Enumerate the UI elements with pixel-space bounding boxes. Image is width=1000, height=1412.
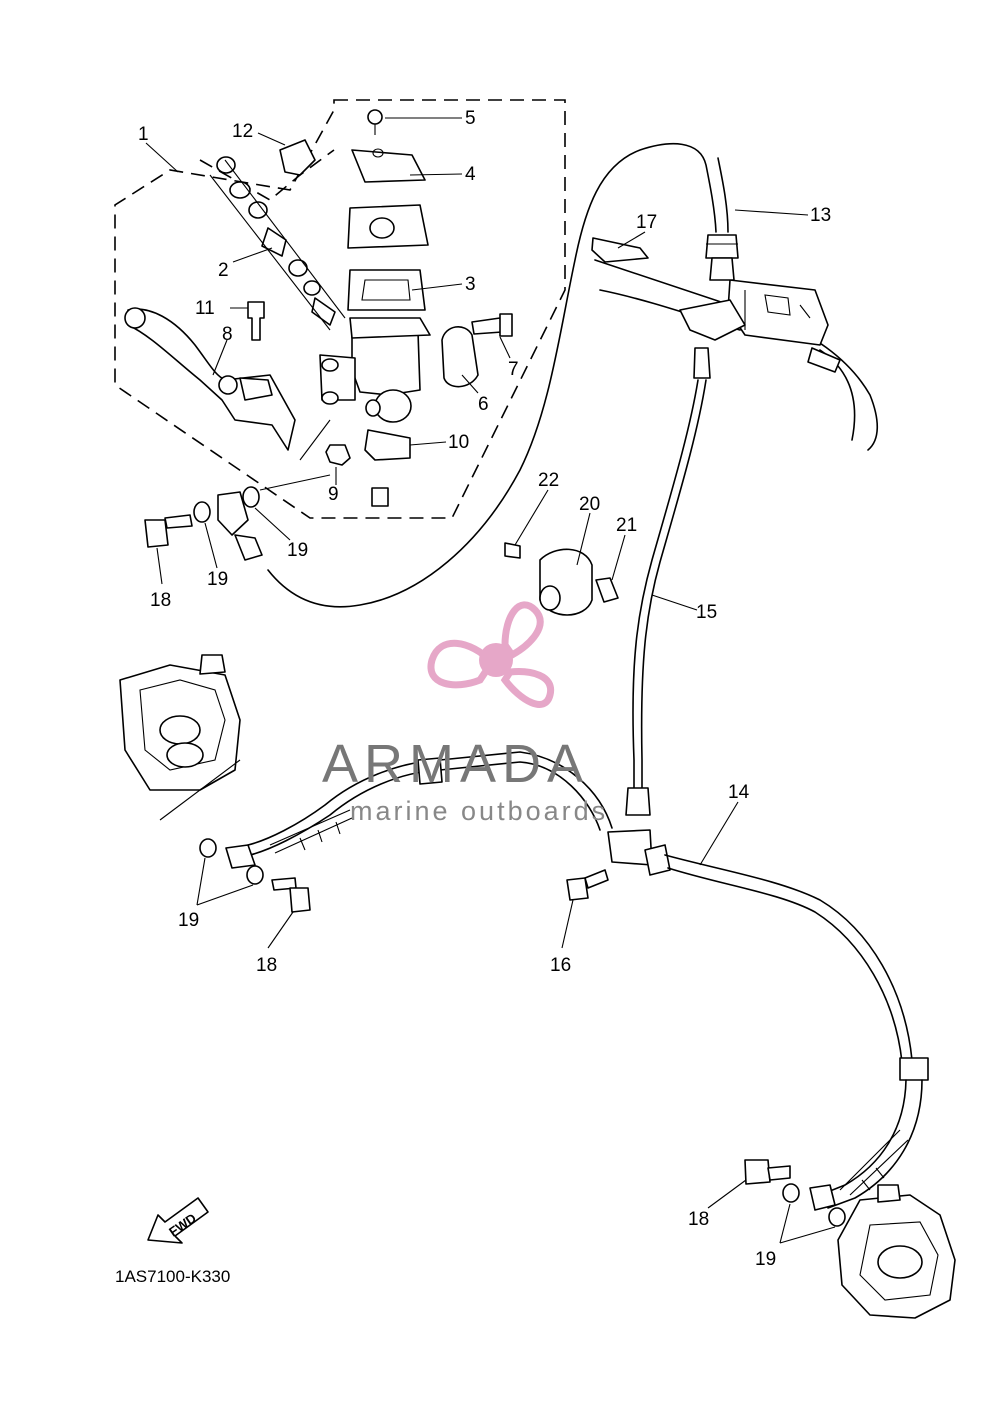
callout-19-upper-b: 19 [287,540,308,561]
front-caliper-left [119,654,311,913]
callout-19-upper-a: 19 [207,569,228,590]
callout-12: 12 [232,121,253,142]
callout-19-lower: 19 [178,910,199,931]
armada-watermark: ARMADA marine outboards [322,601,608,826]
sensor-assembly-20 [504,542,619,616]
callout-16: 16 [550,955,571,976]
master-cylinder-assembly-boundary [114,99,566,519]
watermark-subtitle: marine outboards [350,796,608,826]
callout-3: 3 [465,274,476,295]
watermark-title: ARMADA [322,734,589,794]
callout-7: 7 [508,359,519,380]
brake-switch-10 [364,429,411,461]
callout-5: 5 [465,108,476,129]
callout-13: 13 [810,205,831,226]
pivot-bolt-11 [247,301,265,341]
callout-17: 17 [636,212,657,233]
fwd-direction-arrow: FWD [147,1197,209,1244]
callout-2: 2 [218,260,229,281]
callout-labels: 1 2 3 4 5 6 7 8 9 10 11 12 13 14 15 16 1… [138,108,831,1270]
callout-9: 9 [328,484,339,505]
piston-kit-2 [209,156,346,331]
reservoir-cap-stack [347,109,429,311]
cap-12 [279,139,316,176]
cap-group-boundary [199,149,335,201]
callout-18-right: 18 [688,1209,709,1230]
callout-8: 8 [222,324,233,345]
callout-14: 14 [728,782,750,803]
callout-20: 20 [579,494,600,515]
bolt-16 [566,869,609,901]
callout-6: 6 [478,394,489,415]
callout-15: 15 [696,602,717,623]
diagram-code: 1AS7100-K330 [115,1267,230,1286]
brake-pipe-15 [625,347,711,816]
callout-11: 11 [195,298,215,319]
propeller-icon [427,601,555,708]
callout-4: 4 [465,164,476,185]
brake-hose-13 [267,142,739,608]
clip-17 [591,237,649,263]
callout-19-right: 19 [755,1249,776,1270]
brake-hose-14 [247,751,929,1211]
front-master-cylinder [124,307,513,451]
callout-18-lower: 18 [256,955,277,976]
rear-master-cylinder [679,279,841,373]
callout-22: 22 [538,470,559,491]
callout-10: 10 [448,432,469,453]
rear-caliper [744,1159,956,1319]
callout-1: 1 [138,124,149,145]
leader-lines [145,117,836,1244]
nut-9 [325,444,351,466]
callout-21: 21 [616,515,637,536]
switch-screw [371,487,389,507]
callout-18-upper: 18 [150,590,171,611]
upper-banjo-joint [144,486,263,561]
